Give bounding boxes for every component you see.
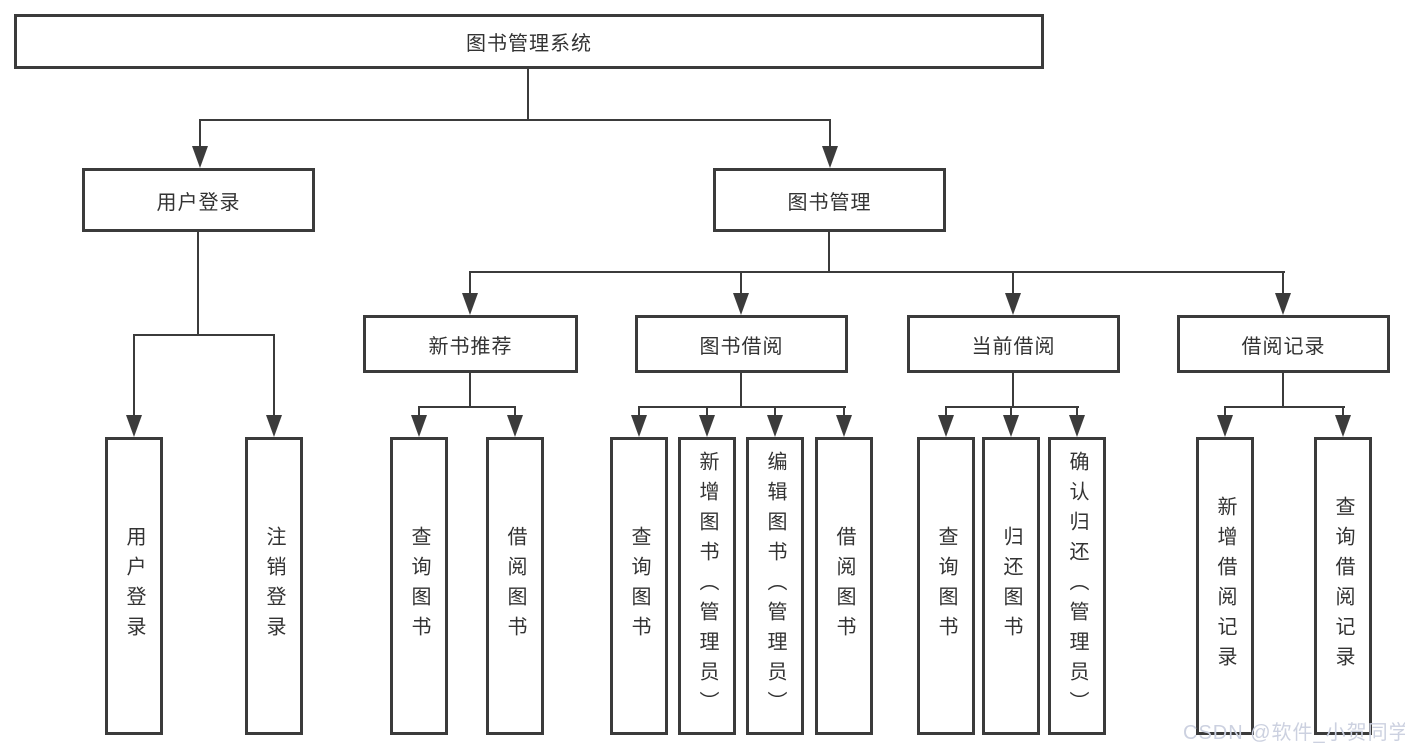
arrow-to-borrowing-records: [1275, 271, 1291, 315]
leaf-add-book: 新增图书（管理员）: [678, 437, 736, 735]
connector-borrowing-records-stem: [1282, 373, 1284, 408]
leaf-user-login: 用户登录: [105, 437, 163, 735]
node-current-borrowing-label: 当前借阅: [971, 335, 1056, 358]
connector-new-book-recommend-stem: [469, 373, 471, 408]
leaf-query-record: 查询借阅记录: [1314, 437, 1372, 735]
arrow-to-leaf-borrow-books-1: [507, 406, 523, 437]
leaf-borrow-books-1-label: 借阅图书: [504, 526, 526, 646]
node-book-borrowing-label: 图书借阅: [699, 335, 784, 358]
arrow-to-book-borrowing: [733, 271, 749, 315]
leaf-add-record: 新增借阅记录: [1196, 437, 1254, 735]
arrow-to-leaf-add-book: [699, 406, 715, 437]
leaf-query-books-2: 查询图书: [610, 437, 668, 735]
arrow-to-user-login: [192, 119, 208, 168]
node-new-book-recommend-label: 新书推荐: [428, 335, 513, 358]
leaf-query-books-1: 查询图书: [390, 437, 448, 735]
connector-user-login-bus: [133, 334, 275, 336]
node-borrowing-records: 借阅记录: [1177, 315, 1390, 373]
arrow-to-book-management: [822, 119, 838, 168]
leaf-return-book-label: 归还图书: [1000, 526, 1022, 646]
connector-new-book-recommend-bus: [418, 406, 516, 408]
node-book-management-label: 图书管理: [787, 191, 872, 214]
connector-current-borrowing-stem: [1012, 373, 1014, 408]
arrow-to-leaf-edit-book: [767, 406, 783, 437]
connector-book-borrowing-stem: [740, 373, 742, 408]
leaf-add-record-label: 新增借阅记录: [1214, 496, 1236, 676]
leaf-edit-book: 编辑图书（管理员）: [746, 437, 804, 735]
connector-book-management-bus: [469, 271, 1285, 273]
leaf-query-books-3: 查询图书: [917, 437, 975, 735]
arrow-to-leaf-query-record: [1335, 406, 1351, 437]
connector-current-borrowing-bus: [945, 406, 1079, 408]
arrow-to-new-book-recommend: [462, 271, 478, 315]
leaf-query-books-3-label: 查询图书: [935, 526, 957, 646]
arrow-to-leaf-user-login: [126, 334, 142, 437]
arrow-to-leaf-logout: [266, 334, 282, 437]
node-current-borrowing: 当前借阅: [907, 315, 1120, 373]
node-user-login-label: 用户登录: [156, 191, 241, 214]
connector-book-borrowing-bus: [638, 406, 846, 408]
leaf-query-books-1-label: 查询图书: [408, 526, 430, 646]
node-root: 图书管理系统: [14, 14, 1044, 69]
connector-borrowing-records-bus: [1224, 406, 1345, 408]
node-root-label: 图书管理系统: [466, 33, 592, 55]
node-new-book-recommend: 新书推荐: [363, 315, 578, 373]
arrow-to-leaf-confirm-return: [1069, 406, 1085, 437]
leaf-borrow-books-2-label: 借阅图书: [833, 526, 855, 646]
connector-book-management-stem: [828, 232, 830, 273]
leaf-edit-book-label: 编辑图书（管理员）: [764, 451, 786, 721]
node-book-borrowing: 图书借阅: [635, 315, 848, 373]
arrow-to-leaf-query-books-2: [631, 406, 647, 437]
arrow-to-leaf-add-record: [1217, 406, 1233, 437]
leaf-borrow-books-2: 借阅图书: [815, 437, 873, 735]
node-book-management: 图书管理: [713, 168, 946, 232]
leaf-confirm-return-label: 确认归还（管理员）: [1066, 451, 1088, 721]
leaf-return-book: 归还图书: [982, 437, 1040, 735]
leaf-query-record-label: 查询借阅记录: [1332, 496, 1354, 676]
leaf-confirm-return: 确认归还（管理员）: [1048, 437, 1106, 735]
leaf-borrow-books-1: 借阅图书: [486, 437, 544, 735]
leaf-add-book-label: 新增图书（管理员）: [696, 451, 718, 721]
arrow-to-leaf-query-books-1: [411, 406, 427, 437]
connector-root-stem: [527, 69, 529, 120]
leaf-logout: 注销登录: [245, 437, 303, 735]
arrow-to-leaf-query-books-3: [938, 406, 954, 437]
leaf-logout-label: 注销登录: [263, 526, 285, 646]
node-user-login: 用户登录: [82, 168, 315, 232]
connector-user-login-stem: [197, 232, 199, 336]
arrow-to-leaf-return-book: [1003, 406, 1019, 437]
arrow-to-leaf-borrow-books-2: [836, 406, 852, 437]
node-borrowing-records-label: 借阅记录: [1241, 335, 1326, 358]
leaf-user-login-label: 用户登录: [123, 526, 145, 646]
leaf-query-books-2-label: 查询图书: [628, 526, 650, 646]
arrow-to-current-borrowing: [1005, 271, 1021, 315]
connector-root-bus: [199, 119, 831, 121]
csdn-watermark: CSDN @软件_小贺同学: [1183, 722, 1405, 744]
